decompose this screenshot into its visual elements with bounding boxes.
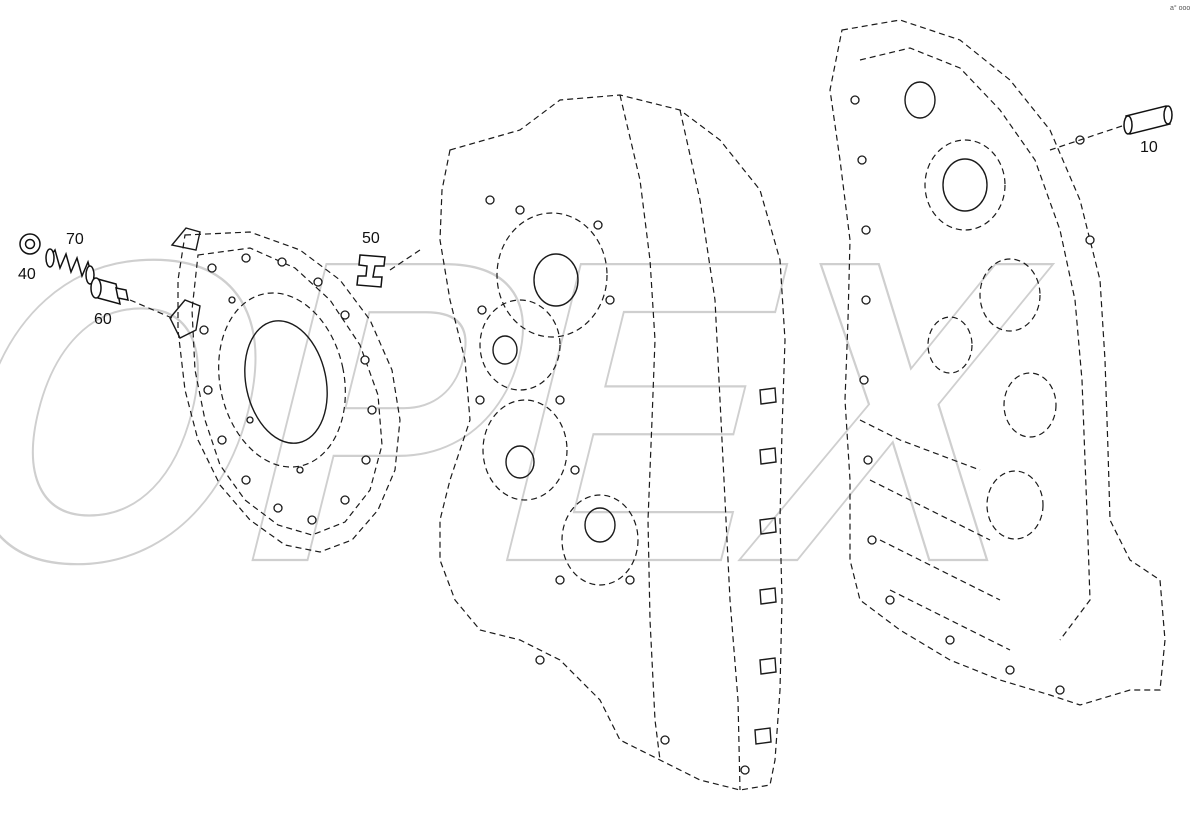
nut-icon	[19, 233, 41, 255]
callout-70: 70	[66, 231, 84, 248]
leader-lines	[129, 125, 1123, 319]
right-housing-cover	[829, 19, 1166, 706]
clip-icon	[356, 254, 386, 288]
center-housing	[439, 94, 786, 791]
corner-mark: a° ooo	[1170, 4, 1190, 12]
watermark: OPEX	[0, 170, 1090, 653]
cover-bolt-holes	[850, 95, 1095, 695]
flange-plate	[169, 227, 401, 553]
callout-40: 40	[18, 266, 36, 283]
spring-icon	[45, 248, 95, 285]
callout-labels: 10 40 50 60 70	[18, 139, 1158, 328]
callout-60: 60	[94, 311, 112, 328]
callout-50: 50	[362, 230, 380, 247]
callout-10: 10	[1140, 139, 1158, 156]
watermark-logo-text: OPEX	[0, 171, 1089, 652]
housing-bolt-holes	[475, 195, 750, 775]
plug-icon	[90, 276, 129, 306]
sleeve-icon	[1123, 105, 1173, 135]
flange-bolt-holes	[199, 253, 377, 525]
